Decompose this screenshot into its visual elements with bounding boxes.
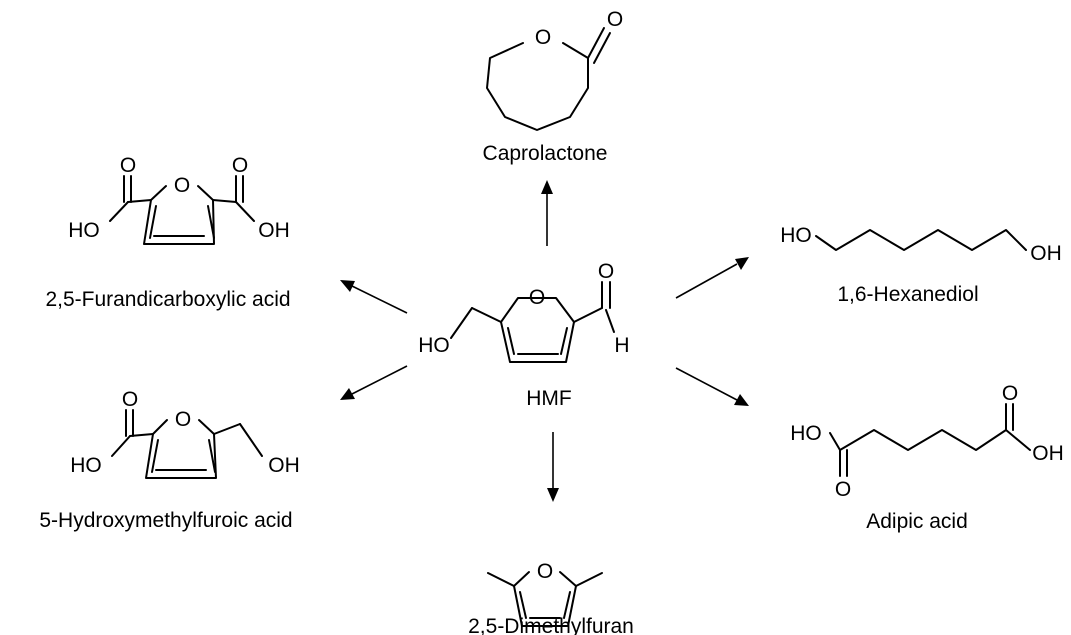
hmfca-hydroxyl-right: OH — [268, 454, 300, 477]
fdca-ring-bonds — [127, 199, 237, 245]
hmfca-ch2-bond — [213, 423, 241, 435]
hmfca-ch2oh-bond — [239, 423, 263, 457]
dmf-structure: O — [487, 560, 603, 627]
hmfca-ring-oxygen: O — [175, 408, 191, 431]
fdca-hydroxyl-left: HO — [68, 219, 100, 242]
fdca-ring-oxygen: O — [174, 174, 190, 197]
dmf-ring-bottom — [513, 585, 577, 627]
adipic-hydroxyl-left: HO — [790, 422, 822, 445]
hmf-double-bond — [560, 327, 568, 355]
dmf-label: 2,5-Dimethylfuran — [468, 615, 634, 635]
arrow-to-caprolactone — [541, 180, 553, 246]
caprolactone-carbonyl-bond — [587, 27, 605, 59]
dmf-bond — [559, 571, 577, 587]
dmf-double-bond — [563, 591, 571, 619]
hmf-hydroxyl: HO — [418, 334, 450, 357]
caprolactone-label: Caprolactone — [483, 142, 608, 165]
hexanediol-hydroxyl-left: HO — [780, 224, 812, 247]
dmf-double-bond — [519, 591, 527, 619]
adipic-label: Adipic acid — [866, 510, 968, 533]
adipic-oxygen-top: O — [1002, 382, 1018, 405]
hmf-double-bond — [507, 327, 515, 355]
hmf-ring-top — [500, 297, 575, 323]
arrow-to-adipic — [675, 367, 749, 406]
hmfca-label: 5-Hydroxymethylfuroic acid — [39, 509, 292, 532]
hmfca-bond — [152, 419, 168, 435]
fdca-bond — [150, 185, 167, 201]
hmf-ring-bottom — [500, 321, 575, 363]
arrow-to-hexanediol — [675, 257, 749, 299]
caprolactone-keto-oxygen: O — [607, 8, 623, 31]
hmf-bond — [471, 307, 502, 323]
hmf-aldehyde-oxygen: O — [598, 260, 614, 283]
fdca-hydroxyl-right: OH — [258, 219, 290, 242]
hmf-structure: HO O O H — [418, 260, 630, 363]
hmfca-ring-bottom — [145, 433, 217, 479]
hmfca-bond — [111, 435, 131, 457]
fdca-bond — [235, 201, 255, 222]
hmf-bond — [450, 307, 473, 339]
hexanediol-label: 1,6-Hexanediol — [837, 283, 978, 306]
adipic-structure: HO O O OH — [790, 382, 1064, 501]
adipic-hydroxyl-right: OH — [1032, 442, 1064, 465]
fdca-double-bond — [149, 205, 157, 239]
arrow-to-hmfca — [340, 365, 408, 400]
hmfca-double-bond — [208, 439, 216, 473]
hmf-aldehyde-hydrogen: H — [614, 334, 629, 357]
hmfca-structure: O O HO OH — [70, 388, 300, 479]
caprolactone-ring-oxygen: O — [535, 26, 551, 49]
hmf-label: HMF — [526, 387, 572, 410]
fdca-bond — [197, 185, 214, 201]
arrow-to-fdca — [340, 280, 408, 314]
hmfca-hydroxyl-left: HO — [70, 454, 102, 477]
fdca-oxygen-right: O — [232, 154, 248, 177]
dmf-methyl-right — [575, 572, 603, 587]
hmf-aldehyde-h-bond — [605, 309, 615, 333]
dmf-methyl-left — [487, 572, 515, 587]
hmfca-double-bond — [151, 439, 159, 473]
hexanediol-hydroxyl-right: OH — [1030, 242, 1062, 265]
arrow-to-dmf — [547, 432, 559, 502]
hmfca-bond — [198, 419, 215, 435]
caprolactone-ring — [486, 42, 589, 131]
hexanediol-chain — [815, 229, 1027, 251]
caprolactone-structure: O O — [486, 8, 623, 131]
fdca-double-bond — [207, 205, 215, 239]
hmf-aldehyde-bond — [573, 307, 603, 323]
fdca-structure: O O O HO OH — [68, 154, 290, 245]
adipic-chain — [829, 429, 1031, 451]
fdca-label: 2,5-Furandicarboxylic acid — [45, 288, 290, 311]
hmf-ring-oxygen: O — [529, 286, 545, 309]
caprolactone-carbonyl-bond-2 — [593, 32, 611, 64]
fdca-oxygen-left: O — [120, 154, 136, 177]
fdca-bond — [109, 201, 129, 222]
adipic-oxygen-bottom: O — [835, 478, 851, 501]
dmf-ring-oxygen: O — [537, 560, 553, 583]
hexanediol-structure: HO OH — [780, 224, 1062, 265]
dmf-bond — [513, 571, 530, 587]
hmfca-carbonyl-oxygen: O — [122, 388, 138, 411]
